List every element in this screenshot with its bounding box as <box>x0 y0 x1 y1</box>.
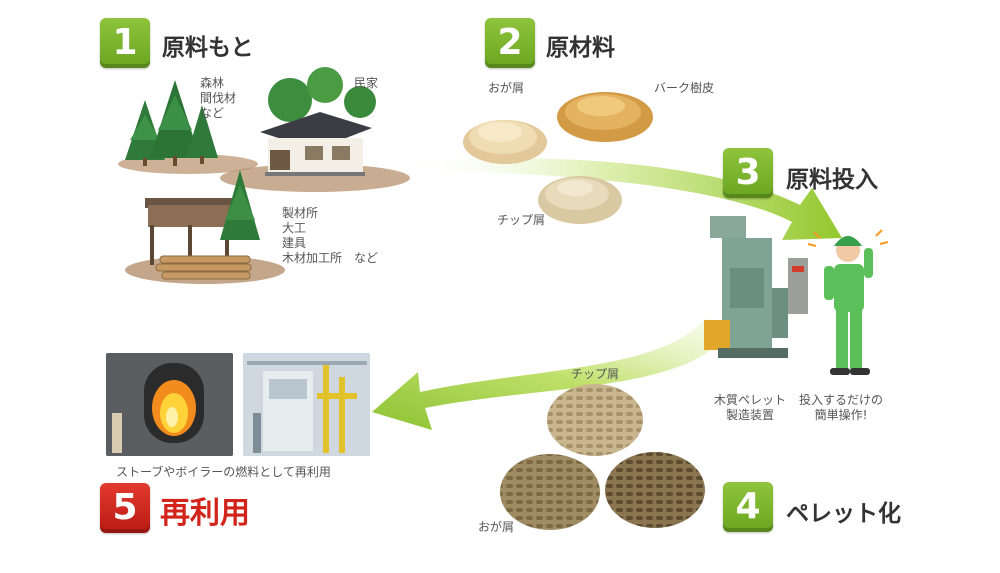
boiler-photo <box>243 353 370 456</box>
chip-pellet-pile <box>547 384 643 456</box>
forest-label: 森林 間伐材 など <box>200 76 237 120</box>
step5-title: 再利用 <box>160 496 250 531</box>
chip-label: チップ屑 <box>497 213 546 227</box>
mill-label: 製材所 大工 建具 木材加工所 など <box>282 206 379 265</box>
pellet-machine-and-worker <box>704 216 889 375</box>
chip-pile <box>538 176 622 224</box>
pellet-machine <box>704 216 808 358</box>
house-label: 民家 <box>354 76 379 90</box>
forest-trees <box>125 80 218 166</box>
step1-title: 原料もと <box>162 35 254 61</box>
bark-pellet-pile <box>605 452 705 528</box>
sawdust-pellet-pile <box>500 454 600 530</box>
operation-label: 投入するだけの 簡単操作! <box>799 393 884 422</box>
source-illustrations <box>118 67 410 284</box>
step3-title: 原料投入 <box>786 167 878 193</box>
sawdust-pile <box>463 120 547 164</box>
pellet-sawdust-label: おが屑 <box>478 520 515 534</box>
stove-photo <box>106 353 233 456</box>
step1-badge: 1 <box>100 18 150 68</box>
reuse-caption: ストーブやボイラーの燃料として再利用 <box>116 465 331 479</box>
step4-badge: 4 <box>723 482 773 532</box>
arrow-to-step5 <box>372 318 728 430</box>
sawmill <box>145 170 260 280</box>
sawdust-label: おが屑 <box>488 81 525 95</box>
arrow-to-step3 <box>400 157 842 240</box>
step2-title: 原材料 <box>546 35 615 61</box>
bark-pile <box>557 92 653 142</box>
raw-material-piles <box>463 92 653 224</box>
pellet-chip-label: チップ屑 <box>571 367 620 381</box>
machine-label: 木質ペレット 製造装置 <box>714 393 787 422</box>
pellet-piles <box>500 384 705 530</box>
step4-title: ペレット化 <box>786 501 901 527</box>
step3-badge: 3 <box>723 148 773 198</box>
worker <box>807 229 889 375</box>
step2-badge: 2 <box>485 18 535 68</box>
bark-label: バーク樹皮 <box>654 81 715 95</box>
house <box>260 67 376 176</box>
step5-badge: 5 <box>100 483 150 533</box>
